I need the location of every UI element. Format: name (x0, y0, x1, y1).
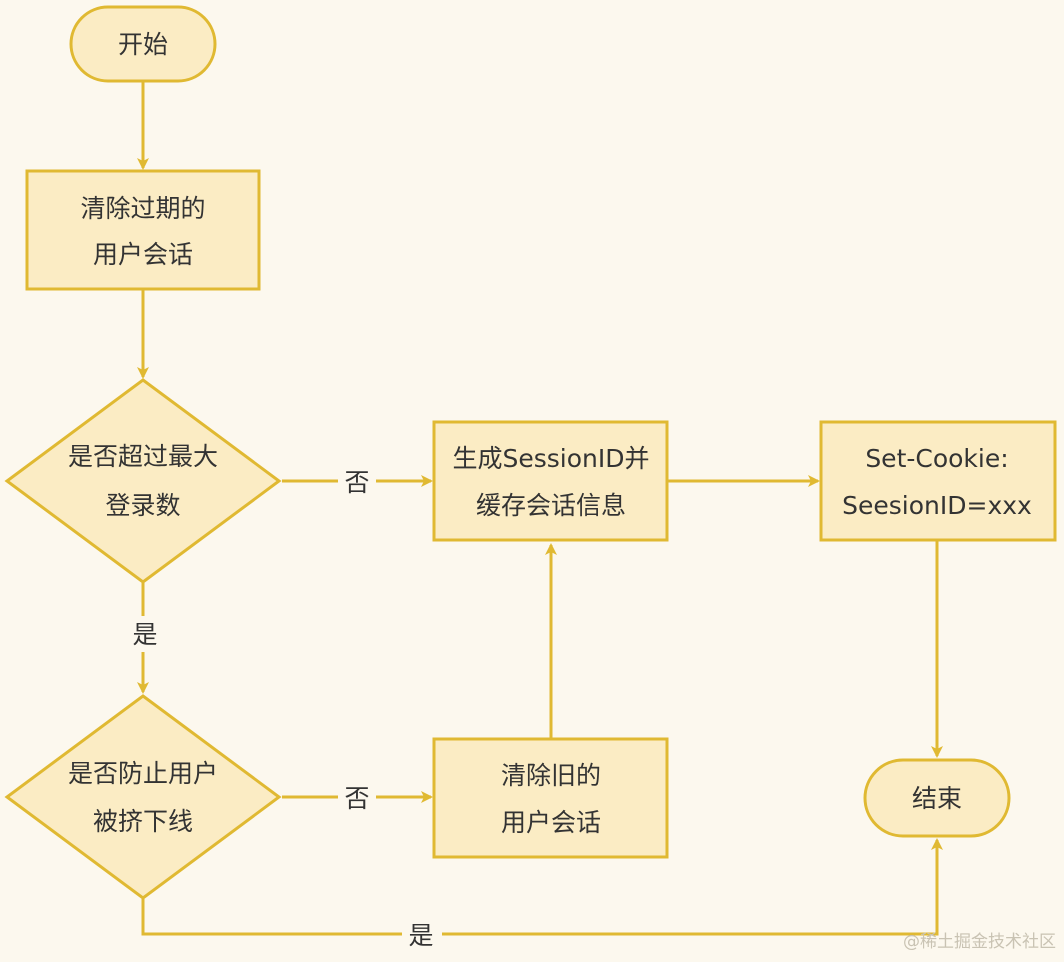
node-clear-expired: 清除过期的 用户会话 (25, 169, 261, 291)
node-check-max-line2: 登录数 (105, 491, 180, 520)
node-set-cookie: Set-Cookie: SeesionID=xxx (819, 420, 1057, 542)
node-end-label: 结束 (912, 784, 962, 813)
node-start: 开始 (69, 5, 217, 83)
node-check-prevent: 是否防止用户 被挤下线 (4, 694, 282, 900)
node-set-cookie-line1: Set-Cookie: (865, 444, 1008, 473)
node-generate-session: 生成SessionID并 缓存会话信息 (432, 420, 669, 542)
node-clear-old: 清除旧的 用户会话 (432, 737, 669, 859)
node-clear-expired-line2: 用户会话 (93, 240, 193, 269)
edge-check-prevent-to-end (141, 838, 943, 936)
node-clear-old-line2: 用户会话 (501, 808, 601, 837)
node-clear-expired-line1: 清除过期的 (80, 194, 205, 223)
node-check-prevent-line2: 被挤下线 (93, 807, 193, 836)
edge-label-max-yes: 是 (132, 620, 157, 649)
edge-label-prevent-no: 否 (344, 784, 369, 813)
node-generate-session-line2: 缓存会话信息 (476, 491, 626, 520)
node-check-max: 是否超过最大 登录数 (4, 378, 282, 584)
node-check-max-line1: 是否超过最大 (68, 442, 218, 471)
node-end: 结束 (863, 758, 1011, 838)
node-set-cookie-line2: SeesionID=xxx (842, 491, 1032, 520)
edges (137, 82, 943, 936)
watermark: @稀土掘金技术社区 (903, 932, 1056, 952)
node-generate-session-line1: 生成SessionID并 (452, 444, 649, 473)
node-check-prevent-line1: 是否防止用户 (68, 759, 218, 788)
node-clear-old-line1: 清除旧的 (501, 761, 601, 790)
edge-label-prevent-yes: 是 (408, 921, 433, 950)
edge-label-max-no: 否 (344, 468, 369, 497)
edge-labels: 否 是 否 是 (128, 464, 442, 951)
node-start-label: 开始 (118, 30, 168, 59)
